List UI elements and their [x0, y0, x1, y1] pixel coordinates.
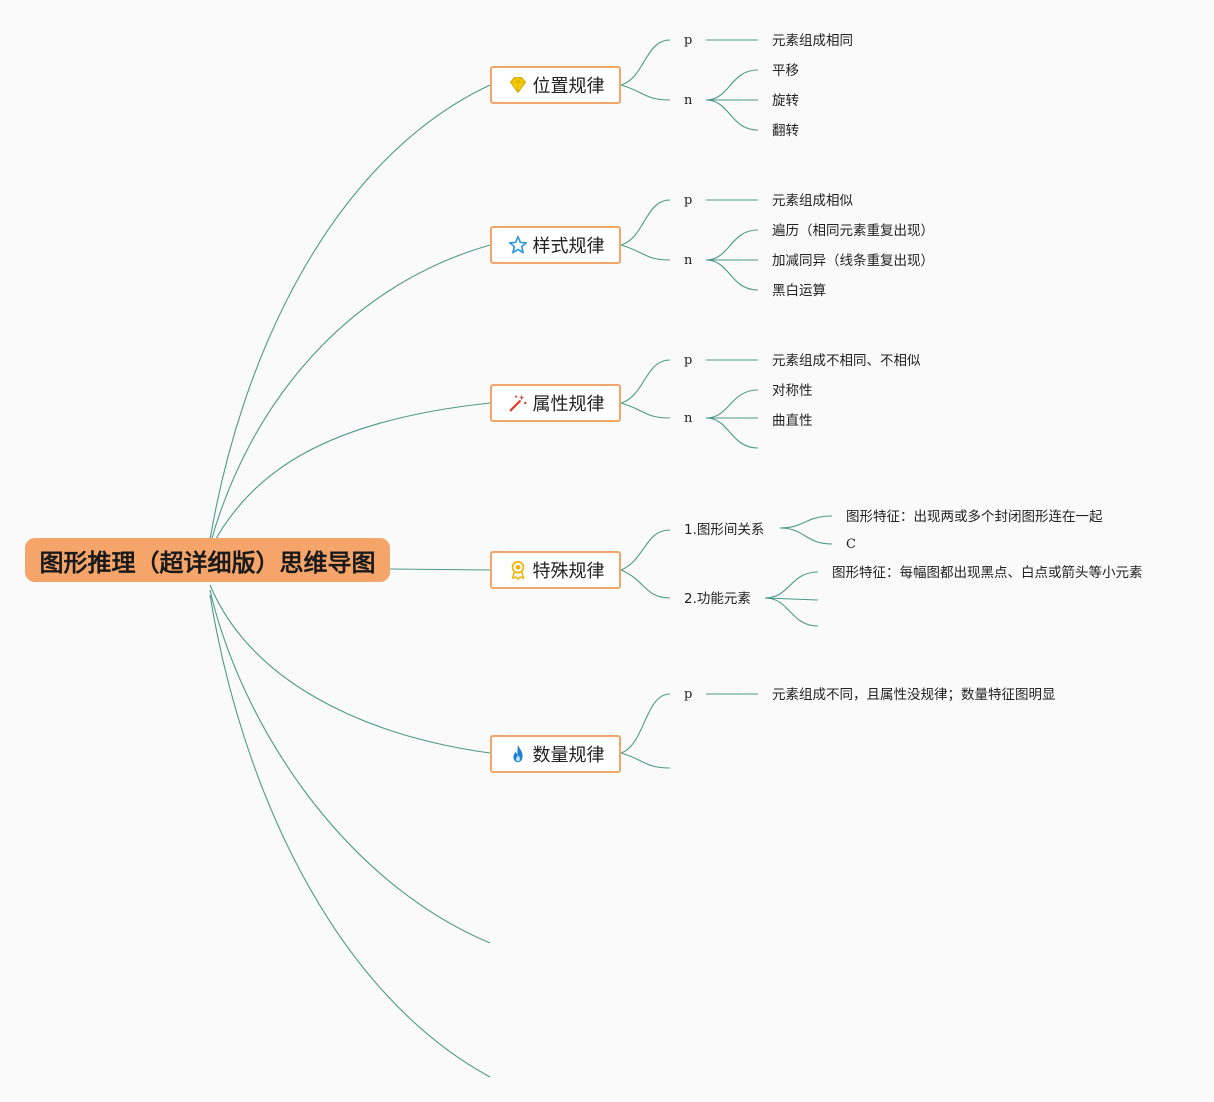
award-medal-icon [507, 559, 529, 581]
branch-attribute-rules[interactable]: 属性规律 [490, 384, 621, 422]
branch-position-rules[interactable]: 位置规律 [490, 66, 621, 104]
quantity-p-node[interactable]: p [684, 687, 693, 702]
branch-label: 特殊规律 [532, 561, 605, 582]
root-title: 图形推理（超详细版）思维导图 [39, 548, 376, 577]
style-n-item[interactable]: 遍历（相同元素重复出现） [772, 223, 934, 239]
style-p-item[interactable]: 元素组成相似 [772, 193, 853, 209]
branch-style-rules[interactable]: 样式规律 [490, 226, 621, 264]
special-sub2-node[interactable]: 2.功能元素 [684, 591, 751, 607]
special-sub1-node[interactable]: 1.图形间关系 [684, 522, 765, 538]
position-n-node[interactable]: n [684, 93, 693, 108]
style-p-node[interactable]: p [684, 193, 693, 208]
branch-label: 属性规律 [532, 394, 605, 415]
branch-label: 数量规律 [532, 745, 605, 766]
root-node[interactable]: 图形推理（超详细版）思维导图 [25, 538, 390, 582]
position-p-node[interactable]: p [684, 33, 693, 48]
attribute-p-item[interactable]: 元素组成不相同、不相似 [772, 353, 921, 369]
position-p-item[interactable]: 元素组成相同 [772, 33, 853, 49]
special-sub2-item[interactable]: 图形特征：每幅图都出现黑点、白点或箭头等小元素 [832, 565, 1143, 581]
attribute-n-node[interactable]: n [684, 411, 693, 426]
style-n-node[interactable]: n [684, 253, 693, 268]
style-n-item[interactable]: 加减同异（线条重复出现） [772, 253, 934, 269]
magic-wand-icon [507, 392, 529, 414]
branch-special-rules[interactable]: 特殊规律 [490, 551, 621, 589]
attribute-n-item[interactable]: 对称性 [772, 383, 813, 399]
position-n-item[interactable]: 平移 [772, 63, 799, 79]
position-n-item[interactable]: 旋转 [772, 93, 799, 109]
position-n-item[interactable]: 翻转 [772, 123, 799, 139]
special-sub1-item[interactable]: C [846, 537, 856, 552]
quantity-p-item[interactable]: 元素组成不同，且属性没规律；数量特征图明显 [772, 687, 1056, 703]
diamond-icon [507, 74, 529, 96]
branch-label: 位置规律 [532, 76, 605, 97]
special-sub1-item[interactable]: 图形特征：出现两或多个封闭图形连在一起 [846, 509, 1103, 525]
branch-quantity-rules[interactable]: 数量规律 [490, 735, 621, 773]
star-icon [507, 234, 529, 256]
fire-icon [507, 743, 529, 765]
attribute-n-item[interactable]: 曲直性 [772, 413, 813, 429]
branch-label: 样式规律 [532, 236, 605, 257]
attribute-p-node[interactable]: p [684, 353, 693, 368]
style-n-item[interactable]: 黑白运算 [772, 283, 826, 299]
